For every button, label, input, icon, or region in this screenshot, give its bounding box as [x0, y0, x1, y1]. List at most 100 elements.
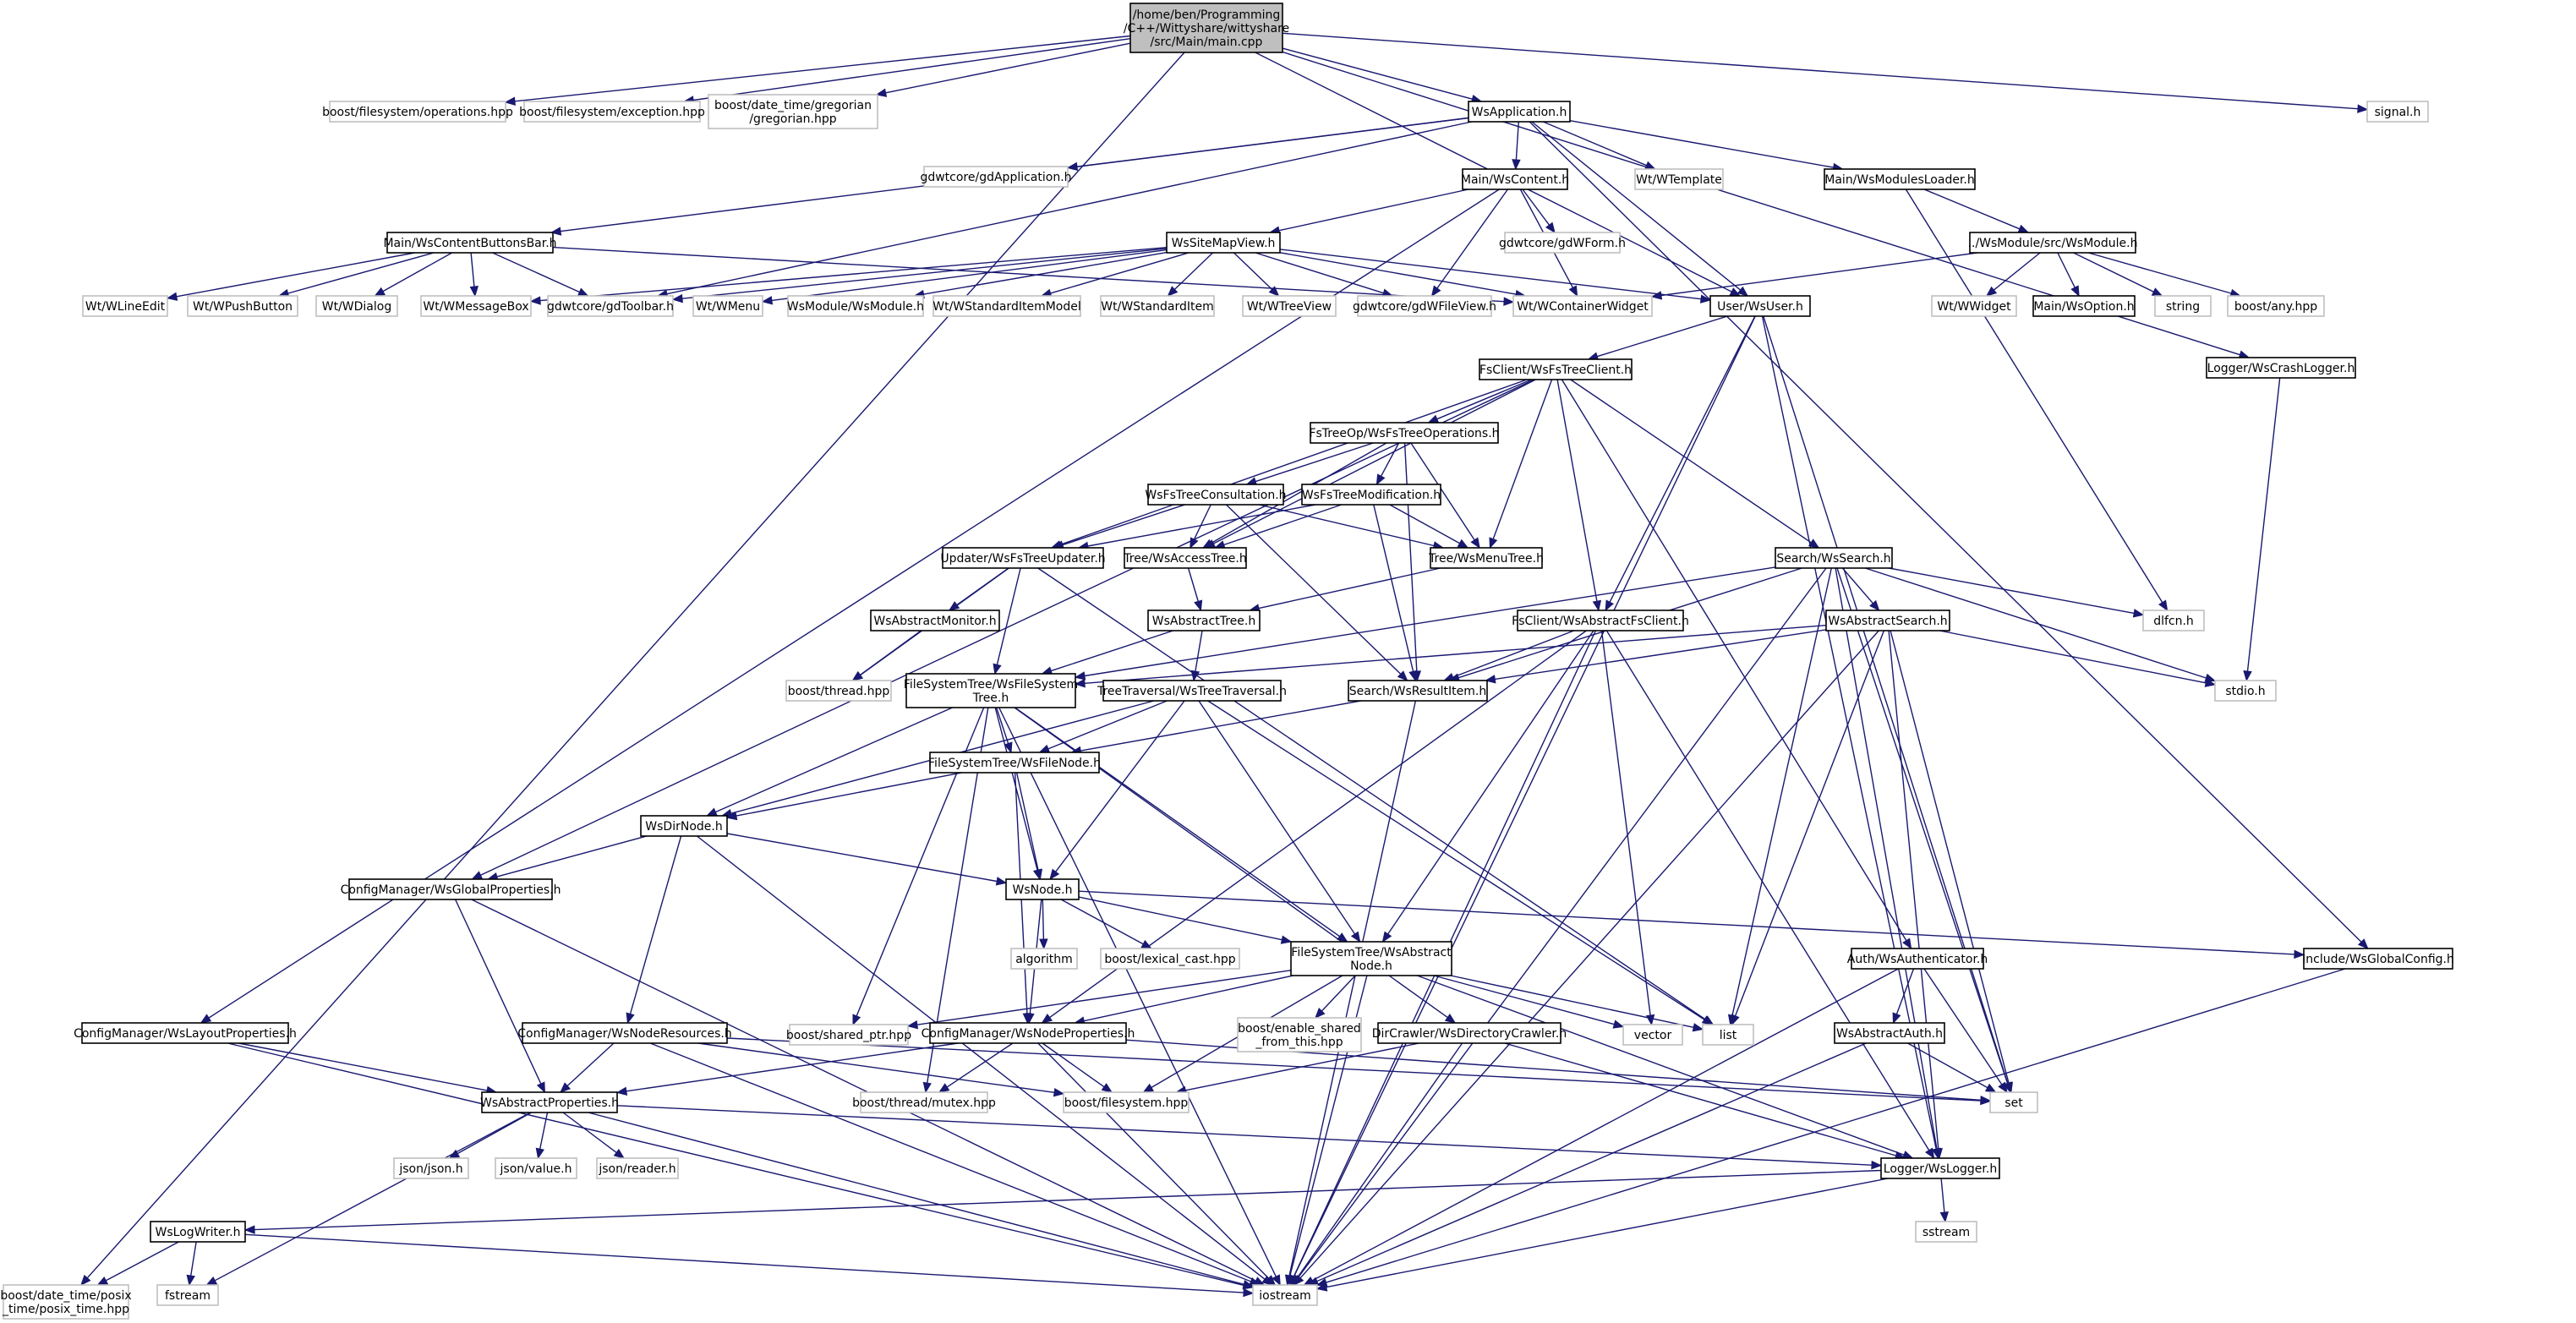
- node-accesstree[interactable]: Tree/WsAccessTree.h: [1123, 547, 1247, 569]
- edge-wsmodule-to-string: [2073, 252, 2163, 297]
- node-layoutprops[interactable]: ConfigManager/WsLayoutProperties.h: [74, 1022, 297, 1044]
- edge-line: [1278, 189, 1468, 232]
- edge-arrowhead: [1650, 291, 1663, 300]
- edge-authenticator-to-absauth: [1892, 968, 1915, 1025]
- node-box: [1824, 168, 1976, 190]
- edge-arrowhead: [1892, 1012, 1901, 1025]
- node-box: [640, 815, 728, 837]
- node-label: WsAbstractAuth.h: [1836, 1027, 1943, 1041]
- node-wsuser[interactable]: User/WsUser.h: [1709, 295, 1811, 317]
- node-absfsclient[interactable]: FsClient/WsAbstractFsClient.h: [1512, 610, 1689, 631]
- edge-arrowhead: [1041, 1014, 1053, 1024]
- node-box: [870, 610, 1000, 631]
- edge-arrowhead: [1243, 1287, 1255, 1298]
- node-box: [1357, 295, 1492, 317]
- node-resultitem[interactable]: Search/WsResultItem.h: [1348, 680, 1488, 702]
- edge-arrowhead: [1190, 537, 1199, 549]
- node-label: _from_this.hpp: [1255, 1036, 1343, 1049]
- node-btnbar[interactable]: Main/WsContentButtonsBar.h: [383, 232, 557, 254]
- node-filenode[interactable]: FileSystemTree/WsFileNode.h: [928, 752, 1101, 774]
- edge-globalprops-to-absprops: [454, 899, 545, 1094]
- edge-line: [1255, 252, 1384, 294]
- edge-arrowhead: [1457, 538, 1469, 549]
- edge-line: [1569, 120, 1834, 168]
- edge-line: [1083, 975, 1293, 1022]
- edge-fstreeops-to-menutree: [1410, 442, 1480, 549]
- edge-absprops-to-iostream: [588, 1112, 1255, 1289]
- node-sitemap[interactable]: WsSiteMapView.h: [1166, 232, 1281, 254]
- node-label: ConfigManager/WsLayoutProperties.h: [74, 1027, 297, 1041]
- edge-line: [1259, 504, 1435, 547]
- node-absmonitor[interactable]: WsAbstractMonitor.h: [870, 610, 1000, 631]
- node-wcontainer: Wt/WContainerWidget: [1512, 295, 1653, 317]
- edge-line: [1060, 899, 1144, 945]
- node-wsoption[interactable]: Main/WsOption.h: [2032, 295, 2136, 317]
- edge-arrowhead: [1984, 1083, 1997, 1093]
- edge-line: [1225, 504, 1402, 675]
- node-logwriter[interactable]: WsLogWriter.h: [150, 1221, 246, 1243]
- node-modloader[interactable]: Main/WsModulesLoader.h: [1824, 168, 1976, 190]
- node-nodeprops[interactable]: ConfigManager/WsNodeProperties.h: [922, 1022, 1135, 1044]
- edge-arrowhead: [1612, 1020, 1625, 1029]
- edge-arrowhead: [1280, 935, 1293, 944]
- node-updater[interactable]: Updater/WsFsTreeUpdater.h: [940, 547, 1106, 569]
- edge-line: [1326, 1178, 1889, 1288]
- node-list: list: [1702, 1024, 1754, 1046]
- node-bfs_ops: boost/filesystem/operations.hpp: [322, 101, 513, 123]
- edge-main-to-wsapp: [1282, 47, 1483, 104]
- edge-arrowhead: [995, 877, 1008, 886]
- node-label: Wt/WPushButton: [193, 300, 293, 314]
- node-globalconfig[interactable]: Include/WsGlobalConfig.h: [2302, 948, 2454, 970]
- node-box: [933, 295, 1081, 317]
- edge-wsnode-to-absnode: [1078, 896, 1293, 944]
- node-absauth[interactable]: WsAbstractAuth.h: [1834, 1022, 1945, 1044]
- node-sharedptr: boost/shared_ptr.hpp: [786, 1024, 911, 1046]
- edge-consult-to-menutree: [1259, 504, 1445, 550]
- node-modif[interactable]: WsFsTreeModification.h: [1301, 484, 1441, 506]
- node-label: Tree/WsMenuTree.h: [1428, 552, 1544, 566]
- edge-btnbar-to-wdialog: [374, 252, 452, 297]
- edge-modif-to-resultitem: [1373, 504, 1418, 682]
- node-globalprops[interactable]: ConfigManager/WsGlobalProperties.h: [341, 878, 561, 900]
- node-consult[interactable]: WsFsTreeConsultation.h: [1145, 484, 1287, 506]
- edge-fstreeops-to-modif: [1376, 442, 1400, 486]
- node-box: [1237, 1017, 1362, 1052]
- node-abstree[interactable]: WsAbstractTree.h: [1147, 610, 1261, 631]
- node-wsmodule[interactable]: ../WsModule/src/WsModule.h: [1968, 232, 2138, 254]
- node-crashlog[interactable]: Logger/WsCrashLogger.h: [2206, 357, 2356, 379]
- node-fstreeclient[interactable]: FsClient/WsFsTreeClient.h: [1479, 358, 1633, 380]
- node-traversal[interactable]: TreeTraversal/WsTreeTraversal.h: [1097, 680, 1287, 702]
- node-main[interactable]: /home/ben/Programming/C++/Wittyshare/wit…: [1124, 3, 1289, 53]
- node-authenticator[interactable]: Auth/WsAuthenticator.h: [1847, 948, 1988, 970]
- node-wsapp[interactable]: WsApplication.h: [1468, 101, 1571, 123]
- node-box: [547, 295, 674, 317]
- node-search[interactable]: Search/WsSearch.h: [1775, 547, 1893, 569]
- edge-absprops-to-jsonvalue: [535, 1112, 549, 1160]
- node-fstreeops[interactable]: FsTreeOp/WsFsTreeOperations.h: [1309, 422, 1500, 444]
- node-label: Wt/WTemplate: [1636, 173, 1722, 187]
- edge-fstreeclient-to-absfsclient: [1556, 379, 1602, 612]
- node-dircrawler[interactable]: DirCrawler/WsDirectoryCrawler.h: [1372, 1022, 1567, 1044]
- edge-line: [1258, 567, 1441, 610]
- edge-consult-to-accesstree: [1190, 504, 1211, 549]
- edge-wsapp-to-wtemplate: [1543, 121, 1656, 170]
- edge-line: [1531, 121, 1742, 291]
- edge-line: [1596, 315, 1728, 358]
- edge-line: [1905, 189, 2163, 604]
- node-dirnode[interactable]: WsDirNode.h: [640, 815, 728, 837]
- node-abssearch[interactable]: WsAbstractSearch.h: [1825, 610, 1950, 631]
- node-label: Wt/WMenu: [696, 300, 760, 314]
- node-label: Search/WsSearch.h: [1776, 552, 1890, 566]
- node-wscontent[interactable]: Main/WsContent.h: [1461, 168, 1569, 190]
- edge-line: [190, 1241, 197, 1277]
- node-menutree[interactable]: Tree/WsMenuTree.h: [1428, 547, 1544, 569]
- edge-absauth-to-iostream: [1307, 1042, 1867, 1286]
- edge-line: [1233, 252, 1273, 290]
- edge-arrowhead: [1871, 1160, 1883, 1170]
- node-logger[interactable]: Logger/WsLogger.h: [1880, 1157, 2000, 1179]
- node-absprops[interactable]: WsAbstractProperties.h: [480, 1091, 619, 1113]
- node-wsnode[interactable]: WsNode.h: [1005, 878, 1080, 900]
- node-noderes[interactable]: ConfigManager/WsNodeResources.h: [517, 1022, 732, 1044]
